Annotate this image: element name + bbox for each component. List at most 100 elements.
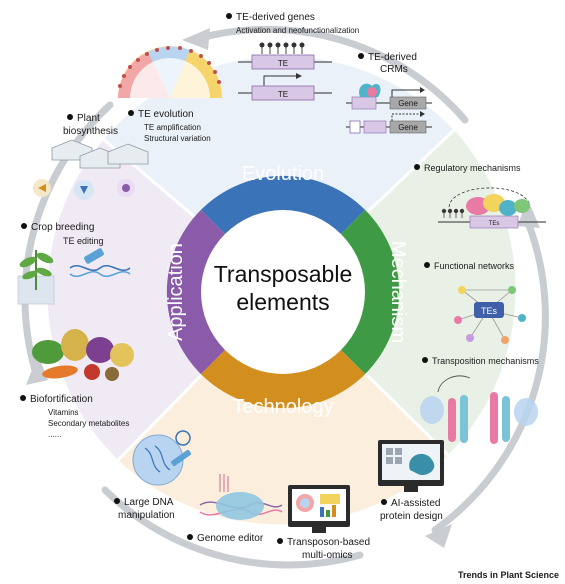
reg-protein-blue: [499, 200, 517, 216]
arrow-bottom: [101, 486, 364, 569]
label-application: Application: [165, 243, 187, 341]
ai-line2: protein design: [380, 511, 443, 522]
editor-protein: [216, 492, 264, 520]
regulatory-tes-label: TEs: [489, 221, 500, 227]
crm-arrow-1: [391, 89, 420, 97]
large-dna-line2: manipulation: [118, 510, 175, 521]
crm-te-block-1: [351, 96, 377, 110]
te-box-1: [251, 54, 315, 70]
crm-protein-2: [367, 87, 377, 97]
crop-title: Crop breeding: [31, 222, 94, 233]
functional-networks: Functional networks: [434, 261, 515, 271]
label-evolution: Evolution: [242, 163, 324, 185]
bullet-biofortification: [20, 395, 26, 401]
bio-sub3: ......: [48, 430, 61, 439]
tss-arrow: [263, 75, 296, 86]
te-box-2-label: TE: [278, 90, 288, 99]
crm-te-block-3: [363, 120, 387, 134]
bg-evolution: [102, 55, 454, 292]
bullet-te-evolution: [128, 110, 134, 116]
network-tes-node: [474, 302, 504, 318]
label-mechanism: Mechanism: [387, 241, 409, 343]
bullet-large-dna: [114, 498, 120, 504]
crm-arrow-head-2: [420, 111, 425, 117]
bullet-genome-editor: [187, 534, 193, 540]
large-dna-line1: Large DNA: [124, 497, 174, 508]
omics-plots: [296, 494, 340, 517]
regulatory-tes-box: [469, 215, 519, 229]
arrowhead-right: [517, 200, 540, 228]
bullet-te-derived-crms: [358, 53, 364, 59]
center-title-line1: Transposable: [214, 261, 353, 287]
dna-pipette: [171, 450, 191, 466]
ai-line1: AI-assisted: [391, 498, 440, 509]
editor-rna-hairpin: [219, 474, 229, 492]
bullet-crop: [21, 223, 27, 229]
omics-monitor-stand: [312, 527, 326, 533]
arrowhead-top: [182, 28, 210, 50]
crm-gene-box-1: [389, 96, 427, 110]
arrowhead-left: [26, 355, 48, 385]
transposase-left: [420, 396, 444, 424]
bullet-transposition: [422, 357, 428, 363]
bio-title: Biofortification: [30, 394, 93, 405]
arrow-right: [431, 211, 549, 534]
multiomics-line1: Transposon-based: [287, 537, 370, 548]
chromosomes: [448, 392, 510, 444]
bullet-functional: [424, 262, 430, 268]
crm-arrow-head-1: [420, 87, 425, 93]
greenhouses: [51, 139, 149, 169]
bio-sub1: Vitamins: [48, 408, 79, 417]
center-title-line2: elements: [236, 289, 329, 315]
crop-sub: TE editing: [63, 236, 104, 246]
bullet-te-derived-genes: [226, 13, 232, 19]
transposition-arrow: [437, 375, 471, 393]
bullet-multiomics: [277, 538, 283, 544]
te-evolution-title: TE evolution: [138, 109, 194, 120]
dna-cell-helix: [144, 445, 171, 473]
plant-line1: Plant: [77, 113, 100, 124]
crm-te-block-2: [349, 120, 361, 134]
plant-line2: biosynthesis: [63, 126, 118, 137]
regulatory-mechanisms: Regulatory mechanisms: [424, 163, 521, 173]
te-evolution-sub2: Structural variation: [144, 134, 211, 143]
tss-arrow-head: [296, 73, 302, 79]
regulatory-loop: [448, 187, 531, 213]
arrow-top: [196, 25, 469, 124]
footer-journal: Trends in Plant Science: [458, 570, 559, 580]
multiomics-line2: multi-omics: [302, 550, 353, 561]
bullet-ai: [381, 499, 387, 505]
te-derived-genes-title: TE-derived genes: [236, 12, 315, 23]
bg-technology: [118, 292, 448, 525]
te-editing-icon: [69, 248, 131, 277]
te-derived-crms-line1: TE-derived: [368, 52, 417, 63]
center-circle: [201, 210, 365, 374]
technology-content: AI-assisted protein design Transposon-ba…: [114, 430, 444, 561]
te-box-2: [251, 85, 315, 101]
arrowhead-bottom: [425, 524, 452, 548]
evolution-content: TE-derived genes Activation and neofunct…: [118, 12, 432, 143]
crop-plant: [17, 250, 55, 305]
crm-gene-label-1: Gene: [398, 99, 418, 108]
arrow-left: [21, 101, 114, 374]
network-tes-label: TEs: [481, 306, 498, 316]
application-content: Plant biosynthesis Crop breeding TE edit…: [17, 113, 149, 439]
lollipop-heads: [259, 42, 305, 48]
bullet-plant: [67, 114, 73, 120]
molecule-icons: [33, 179, 135, 200]
label-technology: Technology: [232, 396, 333, 418]
crm-gene-box-2: [389, 120, 427, 134]
genome-editor: Genome editor: [197, 533, 264, 544]
arrow-heads: [26, 28, 540, 548]
vegetables: [32, 329, 134, 381]
methylation-lollipops: [261, 46, 303, 54]
crm-gene-label-2: Gene: [398, 123, 418, 132]
te-evolution-sub1: TE amplification: [144, 123, 201, 132]
crm-arrow-2: [391, 113, 420, 121]
mechanism-content: Regulatory mechanisms TEs Functional net…: [414, 163, 546, 444]
cycle-arrows: [21, 25, 549, 569]
reg-lollipops: [441, 208, 465, 218]
ai-protein-shape: [409, 453, 435, 476]
network-nodes: [454, 286, 526, 344]
